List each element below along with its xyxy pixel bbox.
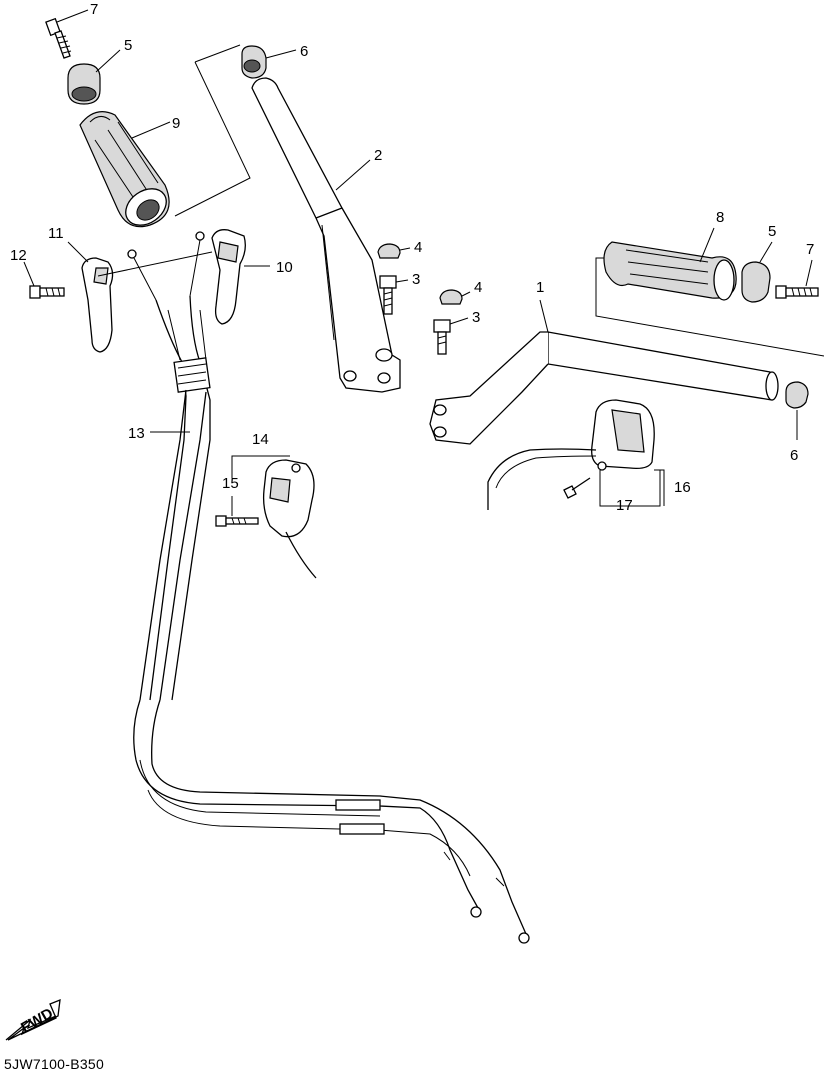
callout-13: 13 <box>128 425 145 442</box>
callout-10: 10 <box>276 259 293 276</box>
part-15-screw <box>215 496 259 527</box>
part-12-bolt <box>23 261 65 299</box>
diagram-code: 5JW7100-B350 <box>4 1056 105 1072</box>
callout-8: 8 <box>716 209 724 226</box>
part-6-end-cap-top <box>241 45 297 79</box>
callout-15: 15 <box>222 475 239 492</box>
callout-7-right: 7 <box>806 241 814 258</box>
callout-1: 1 <box>536 279 544 296</box>
callout-2: 2 <box>374 147 382 164</box>
callout-14: 14 <box>252 431 269 448</box>
part-3-bolt-lower <box>433 317 469 355</box>
part-9-throttle-grip <box>79 111 171 228</box>
part-5-grip-end-right <box>741 241 773 303</box>
part-13-throttle-cables <box>133 295 530 944</box>
fwd-arrow-icon: FWD <box>5 998 61 1041</box>
callout-3-upper: 3 <box>412 271 420 288</box>
part-8-right-grip <box>603 227 737 301</box>
part-16-right-switch <box>487 399 655 510</box>
callout-5-top: 5 <box>124 37 132 54</box>
callout-4-lower: 4 <box>474 279 482 296</box>
callout-4-upper: 4 <box>414 239 422 256</box>
group-bracket-right-grip <box>595 257 824 357</box>
fwd-label: FWD <box>18 1005 56 1037</box>
part-10-throttle-housing <box>211 229 270 325</box>
callout-16: 16 <box>674 479 691 496</box>
part-5-grip-end-left <box>67 49 121 105</box>
part-2-left-handlebar <box>251 77 401 393</box>
part-7-bolt-left <box>45 9 89 59</box>
callout-6-top: 6 <box>300 43 308 60</box>
callout-3-lower: 3 <box>472 309 480 326</box>
part-4-cap-lower <box>439 289 471 305</box>
part-7-bolt-right <box>775 259 819 299</box>
group-bracket-left-grip <box>174 44 251 217</box>
part-1-right-handlebar <box>429 299 779 445</box>
part-17-screw-right <box>563 469 665 507</box>
part-11-lever-holder <box>67 241 114 353</box>
callout-6-right: 6 <box>790 447 798 464</box>
part-14-left-switch <box>231 455 317 579</box>
callout-9: 9 <box>172 115 180 132</box>
callout-17: 17 <box>616 497 633 514</box>
part-3-bolt-upper <box>379 275 409 315</box>
part-6-end-cap-right <box>785 381 809 440</box>
callout-7-top: 7 <box>90 1 98 18</box>
part-4-cap-upper <box>377 243 411 259</box>
throttle-cable-ends <box>97 231 213 301</box>
callout-11: 11 <box>48 225 64 242</box>
callout-12: 12 <box>10 247 27 264</box>
callout-5-right: 5 <box>768 223 776 240</box>
